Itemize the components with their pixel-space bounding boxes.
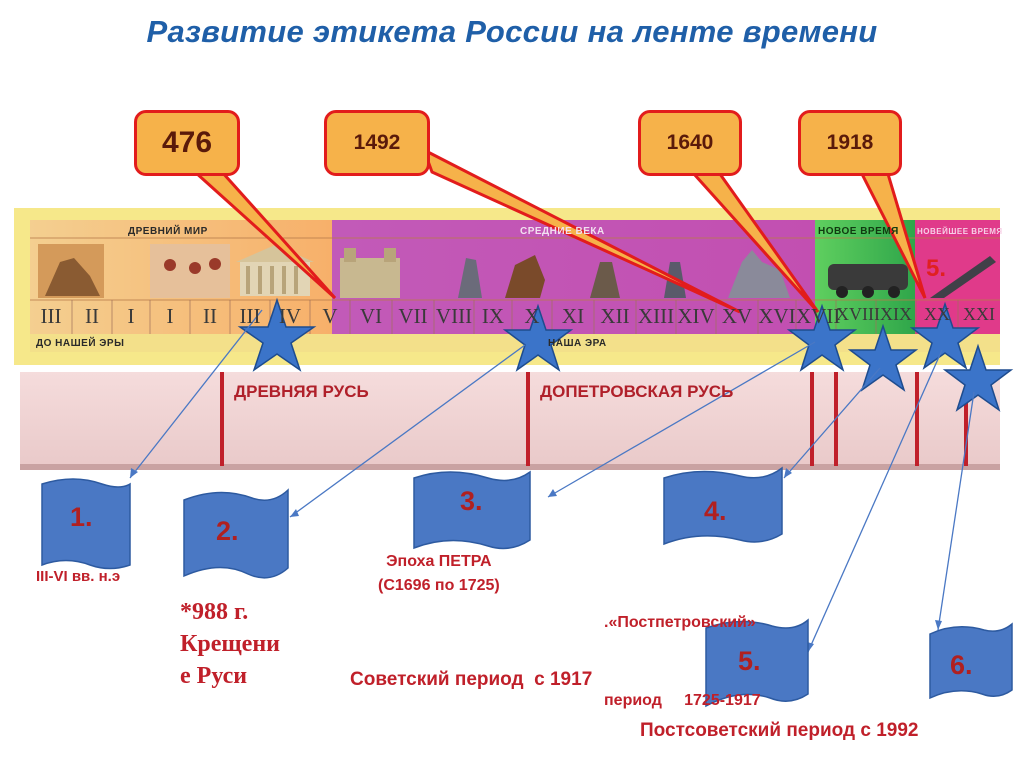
flag-number-1: 1. bbox=[70, 502, 93, 532]
century-label: II bbox=[85, 304, 99, 328]
flag-number-3: 3. bbox=[460, 486, 483, 516]
bce-label: ДО НАШЕЙ ЭРЫ bbox=[36, 338, 125, 349]
century-label: XV bbox=[721, 304, 753, 328]
century-label: XIII bbox=[637, 304, 675, 328]
flag-5 bbox=[705, 618, 809, 708]
note-3: Эпоха ПЕТРА (С1696 по 1725) bbox=[378, 550, 500, 598]
era-middle-panel bbox=[332, 220, 815, 334]
era-label-new: НОВОЕ ВРЕМЯ bbox=[818, 226, 899, 237]
note-1: III-VI вв. н.э bbox=[36, 568, 121, 585]
flag-4 bbox=[663, 466, 783, 546]
note-3-line: (С1696 по 1725) bbox=[378, 577, 500, 594]
century-label: II bbox=[203, 304, 217, 328]
callout-1640: 1640 bbox=[638, 110, 742, 176]
flag-number-2: 2. bbox=[216, 516, 239, 546]
century-label: X bbox=[524, 304, 540, 328]
callout-476: 476 bbox=[134, 110, 240, 176]
note-2-line: Крещени bbox=[180, 631, 280, 657]
century-label: XVII bbox=[796, 304, 841, 328]
flag-1 bbox=[41, 478, 131, 570]
star-icon bbox=[786, 303, 858, 372]
century-label: XIV bbox=[677, 304, 715, 328]
flag-number-6: 6. bbox=[950, 650, 973, 680]
middle-pictures bbox=[340, 248, 790, 298]
flag-2 bbox=[183, 488, 289, 579]
note-4-line: период 1725-1917 bbox=[604, 692, 761, 709]
callout-label: 476 bbox=[161, 126, 213, 159]
callout-1918: 1918 bbox=[798, 110, 902, 176]
century-label: VIII bbox=[435, 304, 473, 328]
century-label: XII bbox=[600, 304, 630, 328]
century-label: IV bbox=[278, 304, 302, 328]
note-post-soviet: Постсоветский период с 1992 bbox=[640, 720, 919, 741]
century-label: I bbox=[166, 304, 174, 328]
century-label: VII bbox=[398, 304, 428, 328]
callout-label: 1492 bbox=[353, 131, 401, 154]
century-label: XIX bbox=[880, 304, 912, 324]
century-label: VI bbox=[359, 304, 383, 328]
callout-1492: 1492 bbox=[324, 110, 430, 176]
note-4-line: .«Постпетровский» bbox=[604, 614, 756, 631]
century-label: XX bbox=[924, 304, 950, 324]
ce-label: НАША ЭРА bbox=[548, 338, 607, 349]
star-icon bbox=[942, 343, 1014, 412]
star-icon bbox=[909, 301, 981, 370]
era-label-newest: НОВЕЙШЕЕ ВРЕМЯ bbox=[917, 227, 1003, 236]
flag-number-5: 5. bbox=[738, 646, 761, 676]
page-title: Развитие этикета России на ленте времени bbox=[146, 14, 878, 49]
century-label: I bbox=[127, 304, 135, 328]
period-dividers bbox=[220, 372, 968, 466]
flag-6 bbox=[929, 622, 1013, 700]
star-icon bbox=[502, 303, 574, 372]
period-ancient-rus: ДРЕВНЯЯ РУСЬ bbox=[234, 382, 369, 401]
flag-3 bbox=[413, 470, 531, 550]
century-label: XVIII bbox=[836, 304, 880, 324]
period-band bbox=[20, 372, 1000, 469]
note-2-line: *988 г. bbox=[180, 599, 249, 625]
century-label: III bbox=[40, 304, 62, 328]
note-2-line: е Руси bbox=[180, 663, 248, 689]
century-label: XI bbox=[561, 304, 585, 328]
star-icon bbox=[847, 323, 919, 392]
callout-label: 1640 bbox=[666, 131, 714, 154]
century-row: III II I I II III IV V VI VII VIII IX X … bbox=[30, 304, 1000, 332]
ancient-pictures bbox=[38, 244, 314, 298]
era-label-middle: СРЕДНИЕ ВЕКА bbox=[520, 226, 605, 237]
century-label: V bbox=[322, 304, 338, 328]
ribbon-overlay-number: 5. bbox=[926, 255, 947, 282]
note-soviet: Советский период с 1917 bbox=[350, 669, 593, 690]
flag-number-4: 4. bbox=[704, 496, 727, 526]
note-4: .«Постпетровский» период 1725-1917 bbox=[604, 558, 761, 740]
new-pictures bbox=[828, 256, 996, 298]
era-label-ancient: ДРЕВНИЙ МИР bbox=[128, 226, 208, 237]
note-2: *988 г. Крещени е Руси bbox=[180, 596, 280, 692]
note-3-line: Эпоха ПЕТРА bbox=[386, 553, 492, 570]
century-label: III bbox=[239, 304, 261, 328]
century-label: XXI bbox=[963, 304, 995, 324]
century-label: XVI bbox=[758, 304, 796, 328]
century-label: IX bbox=[481, 304, 505, 328]
period-pre-petrine: ДОПЕТРОВСКАЯ РУСЬ bbox=[540, 382, 734, 401]
callout-label: 1918 bbox=[826, 131, 874, 154]
